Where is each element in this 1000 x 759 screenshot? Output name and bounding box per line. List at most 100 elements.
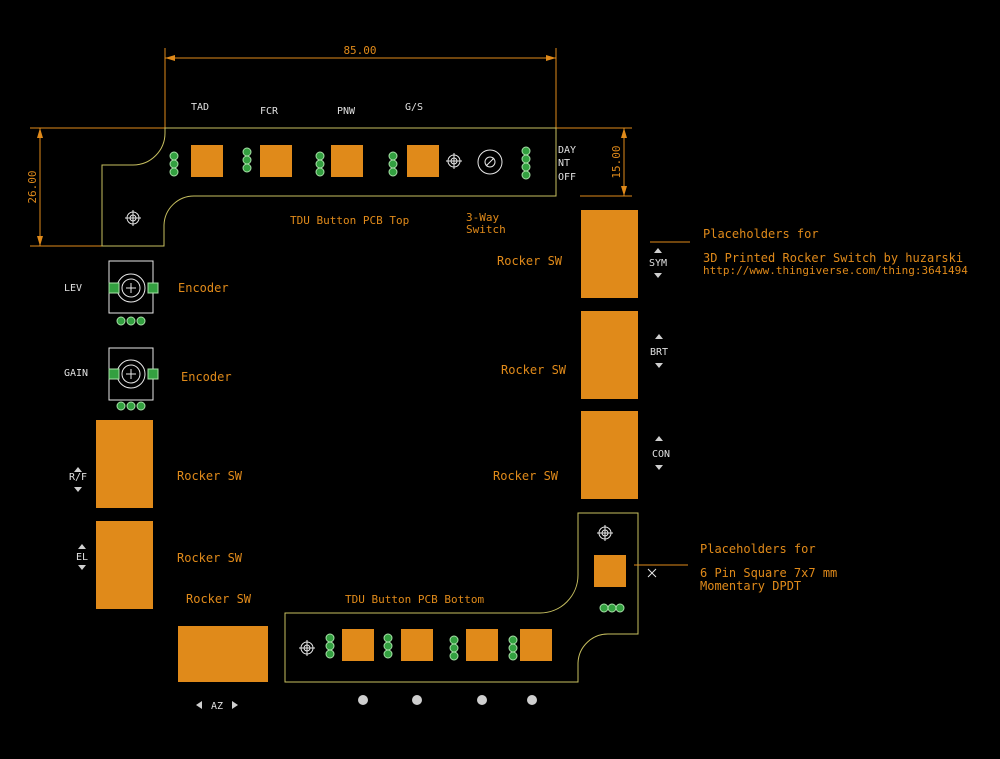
mounting-hole-icon [446, 153, 462, 169]
switch-label-line1: 3-Way [466, 211, 499, 224]
brt-silk-label: BRT [650, 347, 668, 358]
arrow-down-icon [655, 363, 663, 368]
height-left-dimension-label: 26.00 [26, 170, 39, 203]
bottom-button-2[interactable] [383, 629, 433, 661]
dimension-height-left: 26.00 [26, 127, 165, 247]
gs-via-group [388, 151, 398, 177]
bottom-button-4[interactable] [508, 629, 552, 661]
top-button-pnw[interactable]: PNW [315, 106, 363, 177]
switch-via-group [521, 146, 531, 180]
tad-via-group [169, 151, 179, 177]
button-note-line1: Placeholders for [700, 542, 816, 556]
rocker-label: Rocker SW [177, 469, 243, 483]
arrow-up-icon [654, 248, 662, 253]
rocker-pad [581, 210, 638, 298]
rocker-con[interactable]: Rocker SW CON [493, 411, 670, 499]
rocker-brt[interactable]: Rocker SW BRT [501, 311, 668, 399]
rocker-label: Rocker SW [501, 363, 567, 377]
width-dimension-label: 85.00 [343, 44, 376, 57]
gs-button-pad [407, 145, 439, 177]
mounting-hole-icon [299, 640, 315, 656]
top-pcb-outline [101, 127, 557, 247]
rocker-pad [96, 420, 153, 508]
button-pad [520, 629, 552, 661]
arrow-up-icon [74, 467, 82, 472]
dimension-height-right: 15.00 [556, 127, 632, 197]
top-button-gs[interactable]: G/S [388, 102, 439, 177]
three-way-switch[interactable]: DAY NT OFF [521, 145, 576, 183]
encoder-lev[interactable]: LEV Encoder [64, 260, 229, 326]
switch-pos-nt: NT [558, 158, 570, 169]
pnw-silk-label: PNW [337, 106, 356, 117]
rocker-pad [96, 521, 153, 609]
rocker-az[interactable]: Rocker SW AZ [178, 592, 268, 712]
button-pad [594, 555, 626, 587]
bottom-button-1[interactable] [325, 629, 374, 661]
bottom-button-placeholder[interactable] [594, 525, 657, 613]
pnw-button-pad [331, 145, 363, 177]
top-button-tad[interactable]: TAD [169, 102, 223, 177]
rocker-label: Rocker SW [493, 469, 559, 483]
lev-silk-label: LEV [64, 283, 82, 294]
encoder-label: Encoder [181, 370, 232, 384]
mounting-hole-icon [125, 210, 141, 226]
fcr-silk-label: FCR [260, 106, 279, 117]
rocker-sym[interactable]: Rocker SW SYM [497, 210, 667, 298]
switch-pos-day: DAY [558, 145, 576, 156]
rocker-rf[interactable]: R/F Rocker SW [69, 420, 243, 508]
arrow-up-icon [655, 436, 663, 441]
rocker-pad [178, 626, 268, 682]
fcr-via-group [242, 147, 252, 173]
rocker-el[interactable]: EL Rocker SW [76, 521, 243, 609]
arrow-down-icon [655, 465, 663, 470]
dimension-width: 85.00 [164, 44, 557, 128]
el-silk-label: EL [76, 552, 88, 563]
rocker-label: Rocker SW [186, 592, 252, 606]
top-button-fcr[interactable]: FCR [242, 106, 292, 177]
rocker-label: Rocker SW [177, 551, 243, 565]
arrow-down-icon [654, 273, 662, 278]
az-silk-label: AZ [211, 701, 223, 712]
switch-label-line2: Switch [466, 223, 506, 236]
rocker-pad [581, 411, 638, 499]
mounting-hole-icon [597, 525, 613, 541]
button-note-line2: 6 Pin Square 7x7 mm [700, 566, 837, 580]
gain-silk-label: GAIN [64, 368, 88, 379]
sym-silk-label: SYM [649, 258, 667, 269]
button-pad [401, 629, 433, 661]
switch-pos-off: OFF [558, 172, 576, 183]
via-group [599, 603, 625, 613]
button-note-line3: Momentary DPDT [700, 579, 801, 593]
rocker-note-line2: 3D Printed Rocker Switch by huzarski [703, 251, 963, 265]
arrow-down-icon [78, 565, 86, 570]
cross-marker-icon [647, 568, 657, 578]
bottom-pcb-buttons [299, 629, 552, 661]
gs-silk-label: G/S [405, 102, 423, 113]
rocker-label: Rocker SW [497, 254, 563, 268]
tad-silk-label: TAD [191, 102, 209, 113]
rocker-note-link[interactable]: http://www.thingiverse.com/thing:3641494 [703, 264, 968, 277]
height-right-dimension-label: 15.00 [610, 145, 623, 178]
button-pad [466, 629, 498, 661]
switch-mount-icon [477, 149, 503, 175]
bottom-pcb-title: TDU Button PCB Bottom [345, 593, 484, 606]
rf-silk-label: R/F [69, 472, 87, 483]
con-silk-label: CON [652, 449, 670, 460]
arrow-right-icon [232, 701, 238, 709]
rocker-pad [581, 311, 638, 399]
arrow-left-icon [196, 701, 202, 709]
bottom-pcb-outline [284, 512, 639, 683]
encoder-label: Encoder [178, 281, 229, 295]
pnw-via-group [315, 151, 325, 177]
arrow-up-icon [78, 544, 86, 549]
bottom-button-3[interactable] [449, 629, 498, 661]
drill-dot-row [358, 695, 537, 705]
encoder-gain[interactable]: GAIN Encoder [64, 347, 232, 411]
arrow-up-icon [655, 334, 663, 339]
top-pcb-title: TDU Button PCB Top [290, 214, 409, 227]
rocker-note-line1: Placeholders for [703, 227, 819, 241]
tad-button-pad [191, 145, 223, 177]
button-pad [342, 629, 374, 661]
arrow-down-icon [74, 487, 82, 492]
